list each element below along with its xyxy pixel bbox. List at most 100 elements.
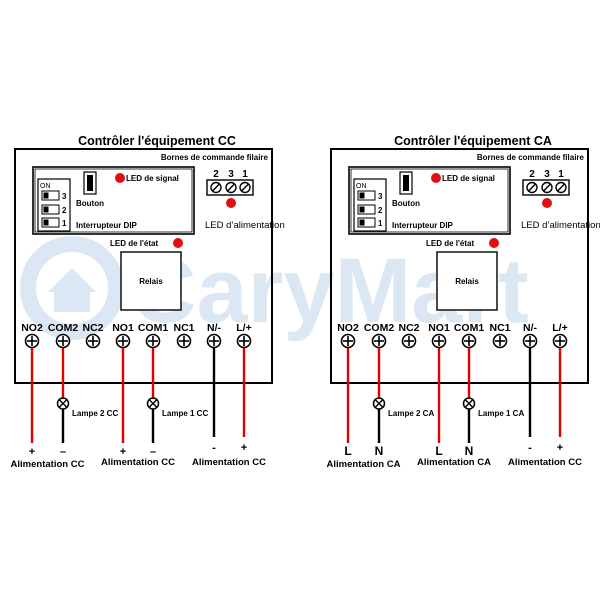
lamp-1-label: Lampe 1 CC [162,409,208,418]
terminal-label-nc1: NC1 [489,322,510,334]
supply-label-2: Alimentation CC [508,457,582,468]
lamp-cross-b [374,399,384,408]
status-led-icon [173,238,183,248]
terminal-label-n-: N/- [207,322,222,334]
terminal-0 [340,333,356,349]
terminal-7 [552,333,568,349]
terminal-label-n-: N/- [523,322,538,334]
supply-label-1: Alimentation CC [101,457,175,468]
terminal-3 [431,333,447,349]
status-led-label: LED de l'état [110,239,158,248]
signal-led-icon [431,173,441,183]
terminal-6 [206,333,222,349]
dip-slot-3 [357,190,376,201]
dip-switch-label: Interrupteur DIP [76,221,138,230]
signal-led-icon [115,173,125,183]
control-module-inner [350,168,509,233]
wired-terminal-slot [557,183,565,192]
board-frame [14,148,273,384]
terminal-5 [176,333,192,349]
lamp-1-label: Lampe 1 CA [478,409,524,418]
dip-number-3: 3 [378,192,383,201]
control-module [32,166,195,235]
board-frame [330,148,589,384]
wired-terminal-3 [225,181,237,194]
dip-on-label: ON [356,183,367,190]
terminal-0 [24,333,40,349]
board-ac: Contrôler l'équipement CA Bornes de comma… [327,134,600,470]
terminal-label-no1: NO1 [428,322,450,334]
terminal-2 [401,333,417,349]
terminal-label-com2: COM2 [364,322,394,334]
wire-end-label-3: – [150,446,156,458]
wired-terminal-3 [541,181,553,194]
wired-number-1: 1 [558,169,564,180]
wire-end-label-0: + [29,446,35,458]
dip-switch-label: Interrupteur DIP [392,221,454,230]
button-icon [403,175,409,191]
lamp-2-icon [372,397,386,410]
signal-led-label: LED de signal [126,174,179,183]
terminal-1 [55,333,71,349]
board-dc: Contrôler l'équipement CC Bornes de comma… [11,134,285,470]
button-label: Bouton [392,199,420,208]
wire-end-label-1: N [375,444,384,458]
lamp-cross-b [148,399,158,408]
button-label: Bouton [76,199,104,208]
relay-body [120,251,182,311]
wire-end-label-0: L [344,444,351,458]
wired-terminals-label: Bornes de commande filaire [161,153,269,162]
dip-number-1: 1 [62,219,67,228]
wire-end-label-5: + [241,442,247,454]
relay-label: Relais [139,277,163,286]
power-led-label: LED d’alimentation [521,220,600,231]
board-title: Contrôler l'équipement CA [394,134,552,148]
supply-label-2: Alimentation CC [192,457,266,468]
lamp-cross-b [58,399,68,408]
terminal-label-no2: NO2 [337,322,359,334]
relay-body [436,251,498,311]
terminal-label-nc1: NC1 [173,322,194,334]
dip-lever-1 [43,219,49,226]
dip-slot-1 [41,217,60,228]
wired-terminals-label: Bornes de commande filaire [477,153,585,162]
terminal-label-com1: COM1 [138,322,168,334]
terminal-7 [236,333,252,349]
terminal-4 [461,333,477,349]
dip-lever-3 [43,192,49,199]
status-led-label: LED de l'état [426,239,474,248]
power-led-icon [226,198,236,208]
dip-number-2: 2 [62,206,67,215]
dip-lever-1 [359,219,365,226]
lamp-2-label: Lampe 2 CC [72,409,118,418]
wire-end-label-5: + [557,442,563,454]
lamp-cross-b [464,399,474,408]
dip-on-label: ON [40,183,51,190]
power-led-label: LED d’alimentation [205,220,285,231]
dip-number-3: 3 [62,192,67,201]
wired-terminal-slot [241,183,249,192]
button-icon [87,175,93,191]
wire-end-label-4: - [528,442,532,454]
dip-slot-3 [41,190,60,201]
supply-label-0: Alimentation CC [11,459,85,470]
control-module [348,166,511,235]
terminal-label-nc2: NC2 [82,322,103,334]
wire-end-label-2: + [120,446,126,458]
wired-terminal-slot [212,183,220,192]
terminal-1 [371,333,387,349]
wire-end-label-2: L [435,444,442,458]
lamp-1-icon [146,397,160,410]
dip-lever-3 [359,192,365,199]
board-title: Contrôler l'équipement CC [78,134,236,148]
terminal-label-com1: COM1 [454,322,484,334]
terminal-label-nc2: NC2 [398,322,419,334]
dip-slot-2 [357,204,376,215]
dip-slot-1 [357,217,376,228]
terminal-6 [522,333,538,349]
terminal-label-com2: COM2 [48,322,78,334]
wired-terminal-1 [555,181,567,194]
dip-lever-2 [359,206,365,213]
dip-number-2: 2 [378,206,383,215]
